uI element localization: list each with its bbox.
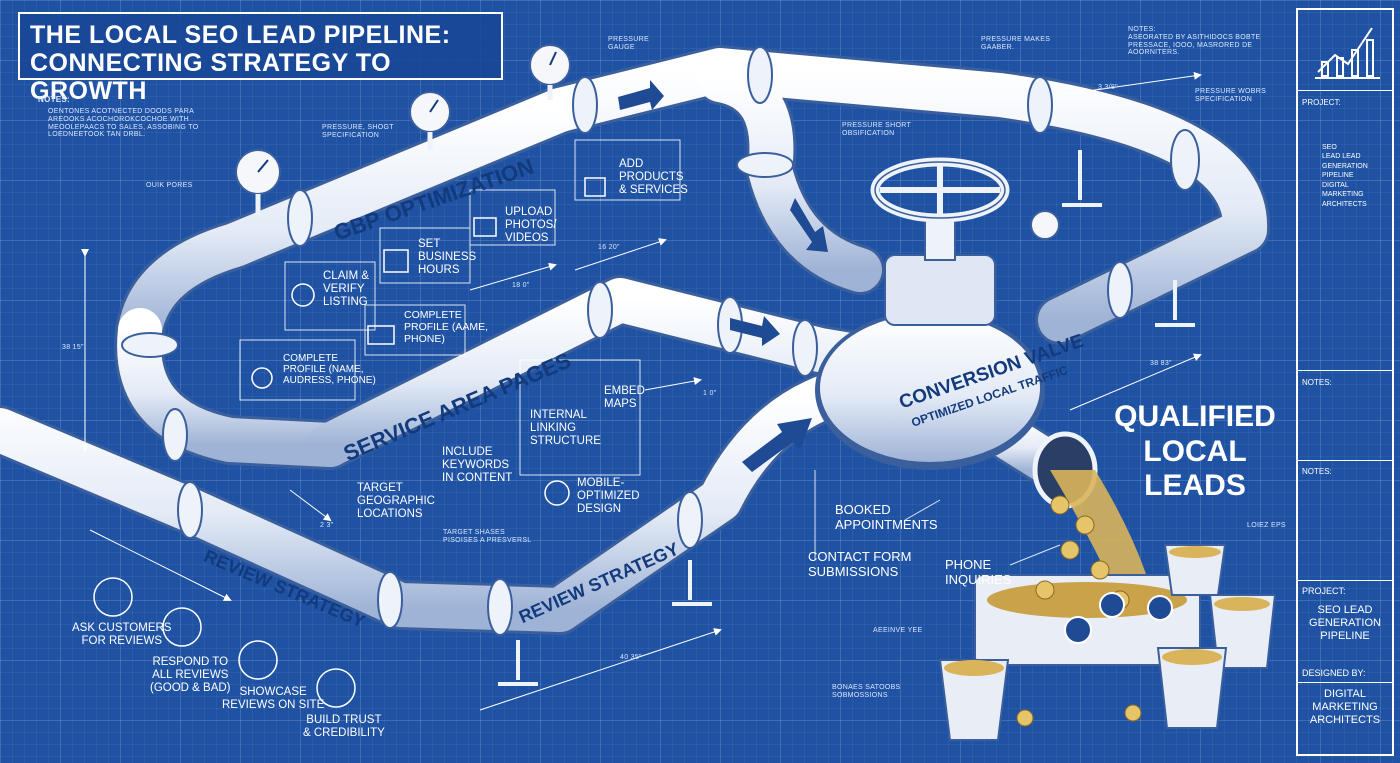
- pressure-spec-right-note: PRESSURE WOBRS SPECIFICATION: [1195, 88, 1267, 103]
- dim-label: 18 0": [512, 282, 530, 289]
- gbp-item-profile-short: COMPLETE PROFILE (AAME, PHONE): [404, 309, 489, 345]
- pressure-makes-note: PRESSURE MAKES GAABER.: [981, 36, 1051, 51]
- review-item-ask: ASK CUSTOMERS FOR REVIEWS: [72, 622, 172, 647]
- output-booked: BOOKED APPOINTMENTS: [835, 502, 938, 532]
- title-block-divider: [1296, 580, 1394, 581]
- dim-label: 1 0": [703, 390, 717, 397]
- bonaes-note: BONAES SATOOBS SOBMOSSIONS: [832, 684, 901, 699]
- review-item-respond: RESPOND TO ALL REVIEWS (GOOD & BAD): [150, 656, 231, 694]
- title-block: [1296, 8, 1394, 756]
- title-block-divider: [1296, 370, 1394, 371]
- service-item-geo: TARGET GEOGRAPHIC LOCATIONS: [357, 482, 435, 520]
- notes-top-right: NOTES: ASEORATED BY ASITHIDOCS BOBTE PRE…: [1128, 26, 1261, 57]
- sidebar-project-label-2: PROJECT:: [1302, 586, 1346, 596]
- sidebar-project-list: SEO LEAD LEAD GENERATION PIPELINE DIGITA…: [1322, 144, 1368, 208]
- dim-label: 16 20": [598, 244, 620, 251]
- review-item-trust: BUILD TRUST & CREDIBILITY: [303, 714, 385, 739]
- notes-heading: NOTES:: [38, 95, 71, 104]
- sidebar-notes-2: NOTES:: [1302, 467, 1332, 476]
- gbp-item-add-products: ADD PRODUCTS & SERVICES: [619, 158, 688, 196]
- gbp-item-hours: SET BUSINESS HOURS: [418, 238, 477, 276]
- service-item-embed: EMBED MAPS: [604, 385, 645, 410]
- service-item-mobile: MOBILE- OPTIMIZED DESIGN: [577, 477, 640, 515]
- review-icons: [93, 177, 606, 708]
- buckets: [938, 544, 1277, 741]
- ouik-pores-note: OUIK PORES: [146, 182, 193, 189]
- dim-label: 40 35": [620, 654, 642, 661]
- aeeinve-note: AEEINVE YEE: [873, 627, 923, 634]
- conversion-valve-body: [815, 157, 1098, 509]
- service-item-keywords: INCLUDE KEYWORDS IN CONTENT: [442, 446, 513, 484]
- sidebar-designed-by-label: DESIGNED BY:: [1302, 668, 1366, 678]
- gbp-item-profile-full: COMPLETE PROFILE (NAME, AUDRESS, PHONE): [283, 353, 376, 387]
- notes-body: OENTONES ACOTNECTED DOODS PARA AREOOKS A…: [48, 108, 199, 139]
- title-block-divider: [1296, 682, 1394, 683]
- pipe-flanges: [121, 46, 1200, 636]
- pressure-spec-left-note: PRESSURE, SHOGT SPECIFICATION: [322, 124, 394, 139]
- dim-label: 38 15": [62, 344, 84, 351]
- target-shades-note: TARGET SHASES PISOISES A PRESVERSL: [443, 529, 532, 544]
- gbp-item-claim: CLAIM & VERIFY LISTING: [323, 270, 370, 308]
- sidebar-project-name: SEO LEAD GENERATION PIPELINE: [1309, 604, 1381, 643]
- dimension-lines: [81, 71, 1202, 711]
- growth-chart-icon: [1315, 27, 1380, 79]
- sidebar-project-label: PROJECT:: [1302, 98, 1341, 107]
- lead-icons: [1064, 592, 1173, 644]
- coins: [1016, 495, 1142, 727]
- title-block-divider: [1296, 90, 1394, 91]
- flow-arrows: [618, 80, 828, 472]
- title-block-divider: [1296, 460, 1394, 461]
- pressure-short-note: PRESSURE SHORT OBSIFICATION: [842, 122, 912, 137]
- page-title: THE LOCAL SEO LEAD PIPELINE: CONNECTING …: [18, 12, 503, 105]
- loiez-note: LOIEZ EPS: [1247, 522, 1286, 529]
- dim-label: 38 83": [1150, 360, 1172, 367]
- gbp-item-upload: UPLOAD PHOTOS/ VIDEOS: [505, 206, 557, 244]
- output-phone: PHONE INQUIRIES: [945, 557, 1012, 587]
- qualified-leads-label: QUALIFIED LOCAL LEADS: [1114, 400, 1276, 502]
- pipe-supports: [498, 150, 1195, 686]
- pressure-gauges: [235, 44, 1060, 240]
- pressure-gauge-note: PRESSURE GAUGE: [608, 36, 649, 51]
- review-item-showcase: SHOWCASE REVIEWS ON SITE: [222, 686, 325, 711]
- bucket-coins: [944, 546, 1270, 676]
- output-contact: CONTACT FORM SUBMISSIONS: [808, 549, 912, 579]
- dim-label: 3 3/8": [1098, 84, 1118, 91]
- service-item-linking: INTERNAL LINKING STRUCTURE: [530, 409, 601, 447]
- sidebar-designer: DIGITAL MARKETING ARCHITECTS: [1309, 688, 1381, 727]
- dim-label: 2 3": [320, 522, 334, 529]
- sidebar-notes-1: NOTES:: [1302, 378, 1332, 387]
- callout-leaders: [239, 139, 1061, 566]
